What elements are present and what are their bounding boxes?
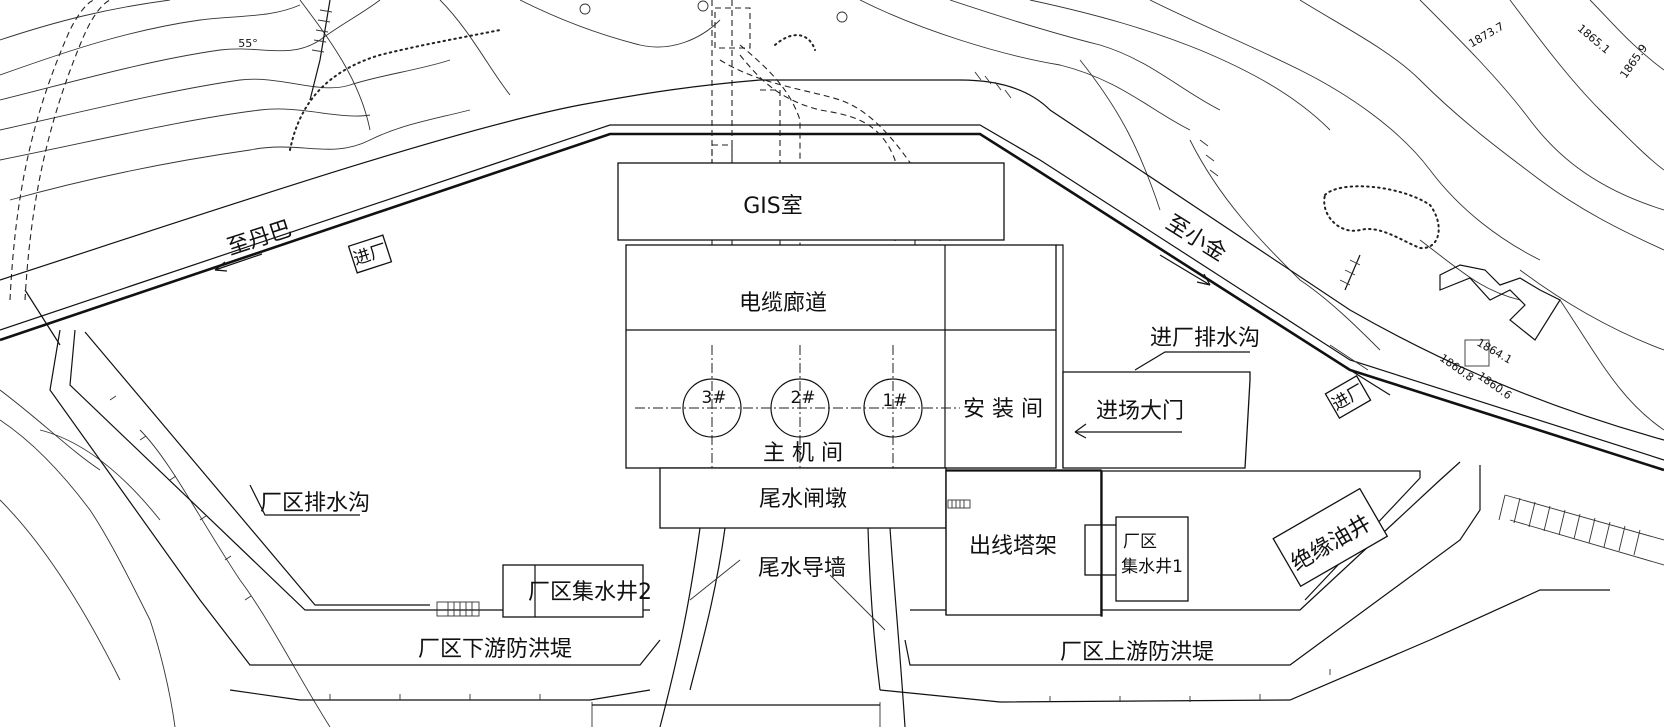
elevation-1860-8: 1860.8 [1437, 351, 1476, 384]
tailwater-pier [659, 467, 947, 529]
elevation-1873-7: 1873.7 [1467, 20, 1507, 51]
plant-drain-label: 厂区排水沟 [260, 491, 370, 516]
transformer-area [1100, 470, 1103, 617]
slope-angle-label: 55° [238, 37, 258, 50]
sump-2-label: 厂区集水井2 [528, 580, 652, 605]
elevation-1860-6: 1860.6 [1475, 369, 1514, 402]
sump-1-label-line2: 集水井1 [1121, 557, 1183, 577]
sump-1-label-line1: 厂区 [1123, 532, 1157, 552]
tailwater-wall-label: 尾水导墙 [758, 556, 846, 581]
gis-room [617, 162, 1005, 241]
tailwater-pier-label: 尾水闸墩 [759, 487, 847, 512]
sump-1 [1115, 516, 1189, 602]
main-gate-building [1062, 371, 1251, 469]
assembly-bay-label: 安 装 间 [963, 397, 1043, 422]
entrance-box-left [347, 234, 393, 274]
unit-1-label: 1# [882, 391, 907, 411]
elevation-1865-9: 1865.9 [1617, 42, 1650, 81]
main-gate-label: 进场大门 [1096, 399, 1184, 424]
sump-2-building [502, 564, 644, 618]
outgoing-line-tower-area [945, 469, 1102, 616]
unit-2-label: 2# [790, 388, 815, 408]
unit-3-label: 3# [701, 388, 726, 408]
outgoing-tower-label: 出线塔架 [969, 534, 1057, 559]
upstream-levee-label: 厂区上游防洪堤 [1060, 640, 1214, 665]
gis-room-label: GIS室 [743, 194, 803, 219]
to-xiaojin-label: 至小金 [1161, 211, 1230, 267]
arrows [214, 253, 1250, 516]
plant-entrance-drain-label: 进厂排水沟 [1150, 326, 1260, 351]
main-powerhouse-label: 主 机 间 [763, 441, 843, 466]
downstream-levee-label: 厂区下游防洪堤 [418, 637, 572, 662]
elevation-1865-1: 1865.1 [1575, 22, 1613, 57]
buildings [347, 162, 1421, 618]
to-danba-label: 至丹巴 [224, 216, 295, 260]
entrance-box-right [1324, 374, 1372, 420]
elevation-1864-1: 1864.1 [1475, 336, 1515, 367]
cable-gallery-label: 电缆廊道 [739, 291, 827, 316]
plant-yard-outline [49, 329, 1610, 727]
insulating-oil-well [1272, 487, 1389, 588]
powerhouse-block [625, 244, 1057, 469]
